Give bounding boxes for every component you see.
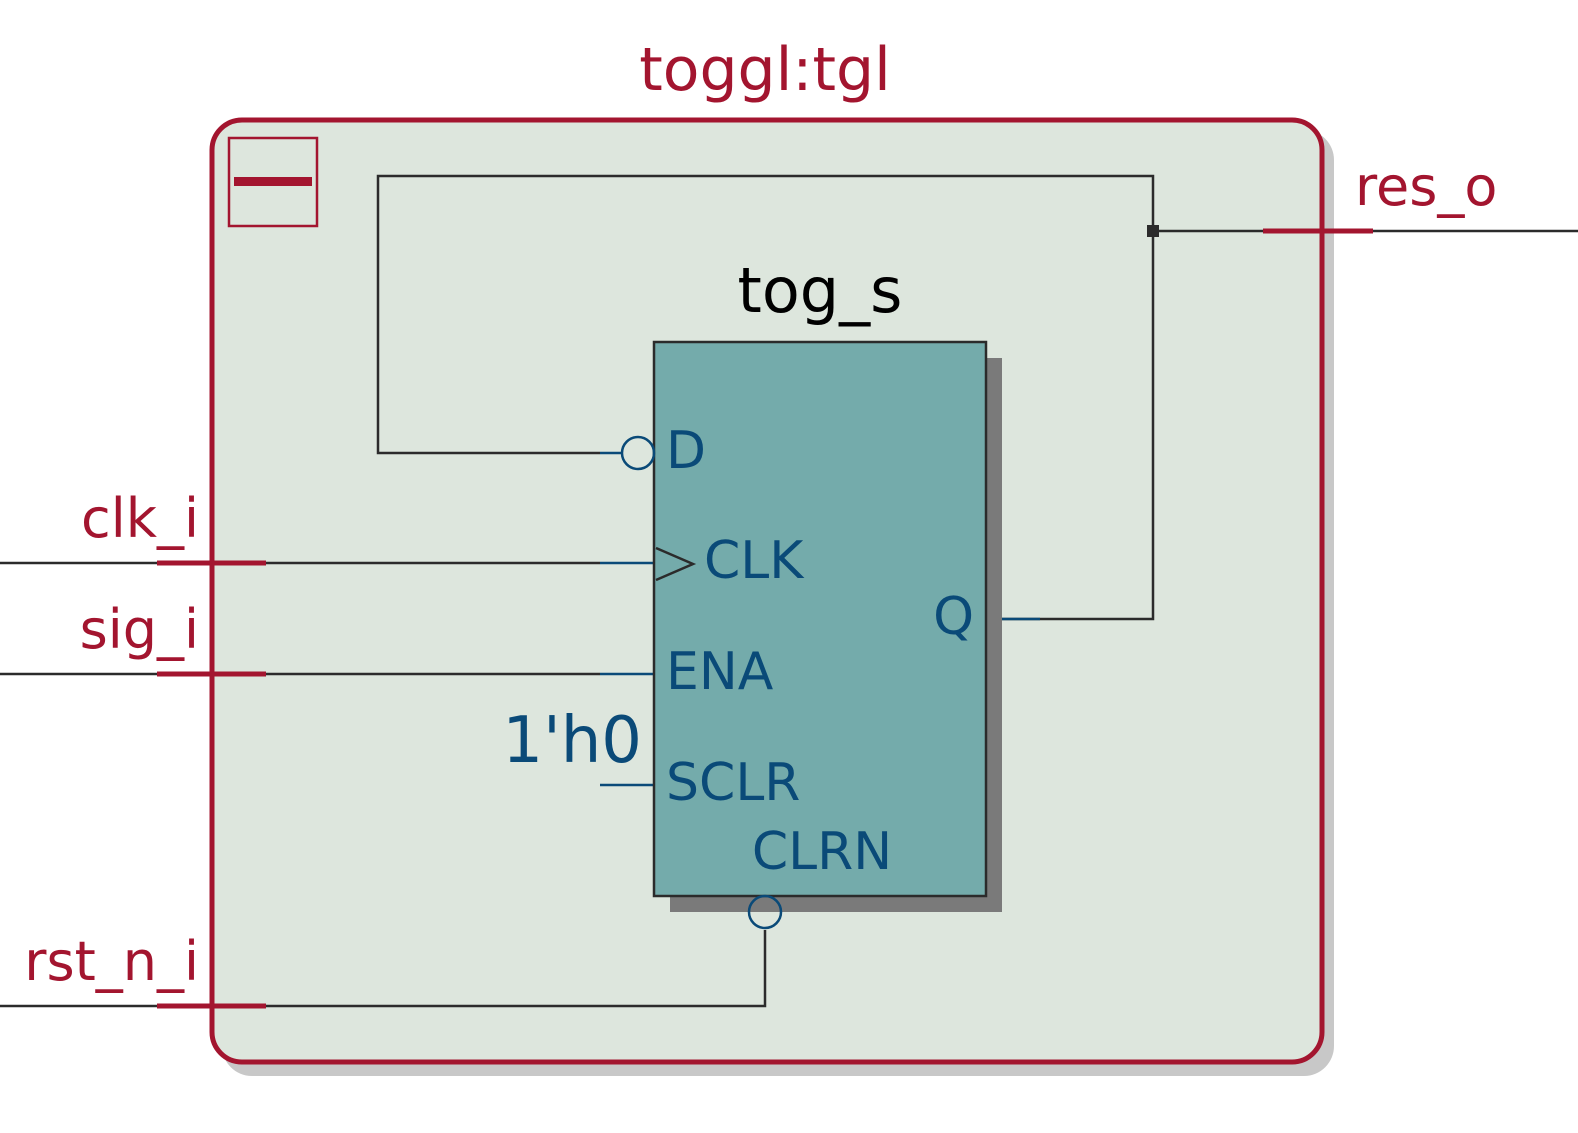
pin-label-d: D (666, 421, 706, 481)
pin-label-ena: ENA (666, 642, 774, 702)
wire-junction (1147, 225, 1159, 237)
port-label-res-o: res_o (1355, 155, 1497, 218)
sclr-constant: 1'h0 (502, 704, 642, 778)
module-title: toggl:tgl (639, 35, 891, 105)
pin-label-sclr: SCLR (666, 753, 800, 813)
register-block[interactable] (652, 340, 988, 898)
wire-feedback[interactable] (376, 174, 1155, 621)
pin-bubble-d-icon (620, 435, 656, 471)
port-label-sig-i: sig_i (80, 598, 199, 661)
clock-triangle-icon (655, 546, 697, 582)
pin-label-clk: CLK (704, 531, 805, 591)
minus-icon (234, 177, 312, 186)
pin-bubble-clrn-icon (747, 894, 783, 930)
register-name: tog_s (738, 254, 903, 327)
port-label-clk-i: clk_i (81, 487, 199, 550)
port-label-rst-n-i: rst_n_i (24, 930, 199, 993)
collapse-button[interactable] (227, 136, 319, 228)
pin-label-clrn: CLRN (752, 822, 892, 882)
pin-label-q: Q (933, 587, 974, 647)
collapse-button-frame[interactable] (227, 136, 319, 228)
